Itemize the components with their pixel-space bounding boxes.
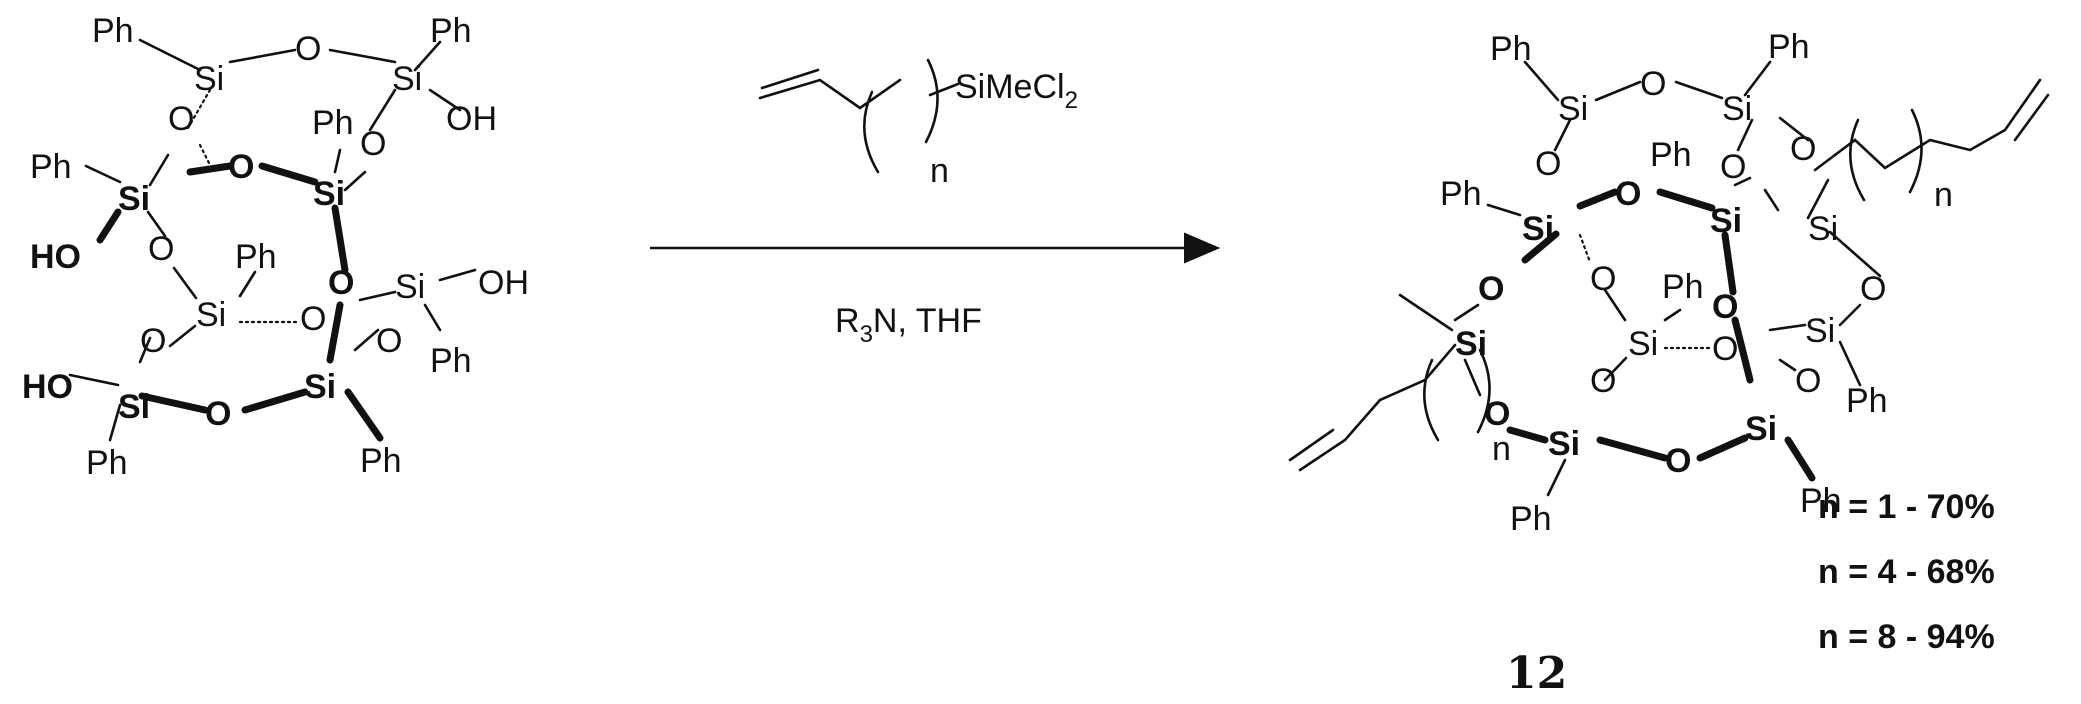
- hydroxyl-label: HO: [22, 368, 73, 406]
- base-prefix: R: [835, 302, 860, 340]
- oxygen-label: O: [1590, 362, 1616, 400]
- oxygen-label: O: [140, 322, 166, 360]
- oxygen-label: O: [1640, 65, 1666, 103]
- phenyl-label: Ph: [1768, 28, 1810, 66]
- oxygen-label: O: [1712, 288, 1738, 326]
- oxygen-label: O: [1590, 260, 1616, 298]
- phenyl-label: Ph: [30, 148, 72, 186]
- phenyl-label: Ph: [92, 12, 134, 50]
- starting-material: Ph Si O Si Ph O Ph O OH Ph Si O Si HO O …: [22, 12, 529, 482]
- oxygen-label: O: [228, 148, 254, 186]
- oxygen-label: O: [1860, 270, 1886, 308]
- silicon-label: Si: [1808, 210, 1838, 248]
- hydroxyl-label: OH: [446, 100, 497, 138]
- oxygen-label: O: [1790, 130, 1816, 168]
- phenyl-label: Ph: [312, 104, 354, 142]
- repeat-index-n: n: [1934, 176, 1953, 214]
- silane-reagent-subscript: 2: [1065, 87, 1078, 114]
- oxygen-label: O: [148, 230, 174, 268]
- repeat-index-n: n: [1492, 430, 1511, 468]
- silicon-label: Si: [1628, 325, 1658, 363]
- phenyl-label: Ph: [1846, 382, 1888, 420]
- oxygen-label: O: [1478, 270, 1504, 308]
- oxygen-label: O: [328, 264, 354, 302]
- phenyl-label: Ph: [1440, 175, 1482, 213]
- close-bracket: [924, 58, 939, 144]
- silicon-label: Si: [392, 60, 422, 98]
- oxygen-label: O: [295, 30, 321, 68]
- oxygen-label: O: [1795, 362, 1821, 400]
- silicon-label: Si: [1805, 312, 1835, 350]
- phenyl-label: Ph: [430, 342, 472, 380]
- silicon-label: Si: [1558, 90, 1588, 128]
- oxygen-label: O: [1712, 330, 1738, 368]
- reaction-conditions: SiMeCl2 n R3N, THF: [650, 58, 1221, 348]
- silicon-label: Si: [118, 388, 150, 426]
- silicon-label: Si: [196, 296, 226, 334]
- oxygen-label: O: [360, 125, 386, 163]
- yield-row: n = 8 - 94%: [1818, 618, 1995, 656]
- oxygen-label: O: [1665, 442, 1691, 480]
- phenyl-label: Ph: [1662, 268, 1704, 306]
- base-subscript: 3: [860, 321, 873, 348]
- compound-number: 12: [1506, 648, 1567, 699]
- silicon-label: Si: [1522, 210, 1554, 248]
- silicon-label: Si: [118, 180, 150, 218]
- phenyl-label: Ph: [235, 238, 277, 276]
- product-bonds: [1288, 60, 2050, 497]
- phenyl-label: Ph: [1650, 136, 1692, 174]
- silicon-label: Si: [395, 268, 425, 306]
- oxygen-label: O: [1720, 148, 1746, 186]
- oxygen-label: O: [168, 100, 194, 138]
- oxygen-label: O: [205, 395, 231, 433]
- silane-reagent-text: SiMeCl: [955, 68, 1065, 106]
- oxygen-label: O: [1615, 175, 1641, 213]
- open-bracket: [863, 90, 880, 174]
- chain-bond: [928, 82, 960, 97]
- silicon-label: Si: [1455, 325, 1487, 363]
- product: Ph Si O Si Ph O Ph O O n Ph Si O Si Si O…: [1288, 28, 2050, 538]
- silicon-label: Si: [194, 60, 224, 98]
- oxygen-label: O: [376, 322, 402, 360]
- phenyl-label: Ph: [360, 442, 402, 480]
- oxygen-label: O: [300, 300, 326, 338]
- oxygen-label: O: [1535, 145, 1561, 183]
- oxygen-label: O: [1484, 395, 1510, 433]
- base-solvent: R3N, THF: [835, 302, 982, 348]
- repeat-index-n: n: [930, 152, 949, 190]
- starting-material-bonds: [68, 38, 477, 442]
- base-suffix: N, THF: [873, 302, 982, 340]
- phenyl-label: Ph: [430, 12, 472, 50]
- hydroxyl-label: OH: [478, 264, 529, 302]
- starting-material-atoms: Ph Si O Si Ph O Ph O OH Ph Si O Si HO O …: [22, 12, 529, 482]
- product-atoms: Ph Si O Si Ph O Ph O O n Ph Si O Si Si O…: [1440, 28, 1953, 538]
- phenyl-label: Ph: [1800, 482, 1842, 520]
- silane-reagent: SiMeCl2: [955, 68, 1078, 114]
- silicon-label: Si: [1722, 90, 1752, 128]
- yield-row: n = 1 - 70%: [1818, 488, 1995, 526]
- phenyl-label: Ph: [86, 444, 128, 482]
- silicon-label: Si: [313, 175, 345, 213]
- phenyl-label: Ph: [1490, 30, 1532, 68]
- silicon-label: Si: [1745, 410, 1777, 448]
- silicon-label: Si: [304, 368, 336, 406]
- hydroxyl-label: HO: [30, 238, 81, 276]
- silicon-label: Si: [1710, 202, 1742, 240]
- silicon-label: Si: [1548, 425, 1580, 463]
- alkene-double-bond: [760, 68, 820, 90]
- yield-row: n = 4 - 68%: [1818, 553, 1995, 591]
- phenyl-label: Ph: [1510, 500, 1552, 538]
- alkenyl-chain: [758, 78, 902, 110]
- yield-table: n = 1 - 70% n = 4 - 68% n = 8 - 94%: [1818, 488, 1995, 656]
